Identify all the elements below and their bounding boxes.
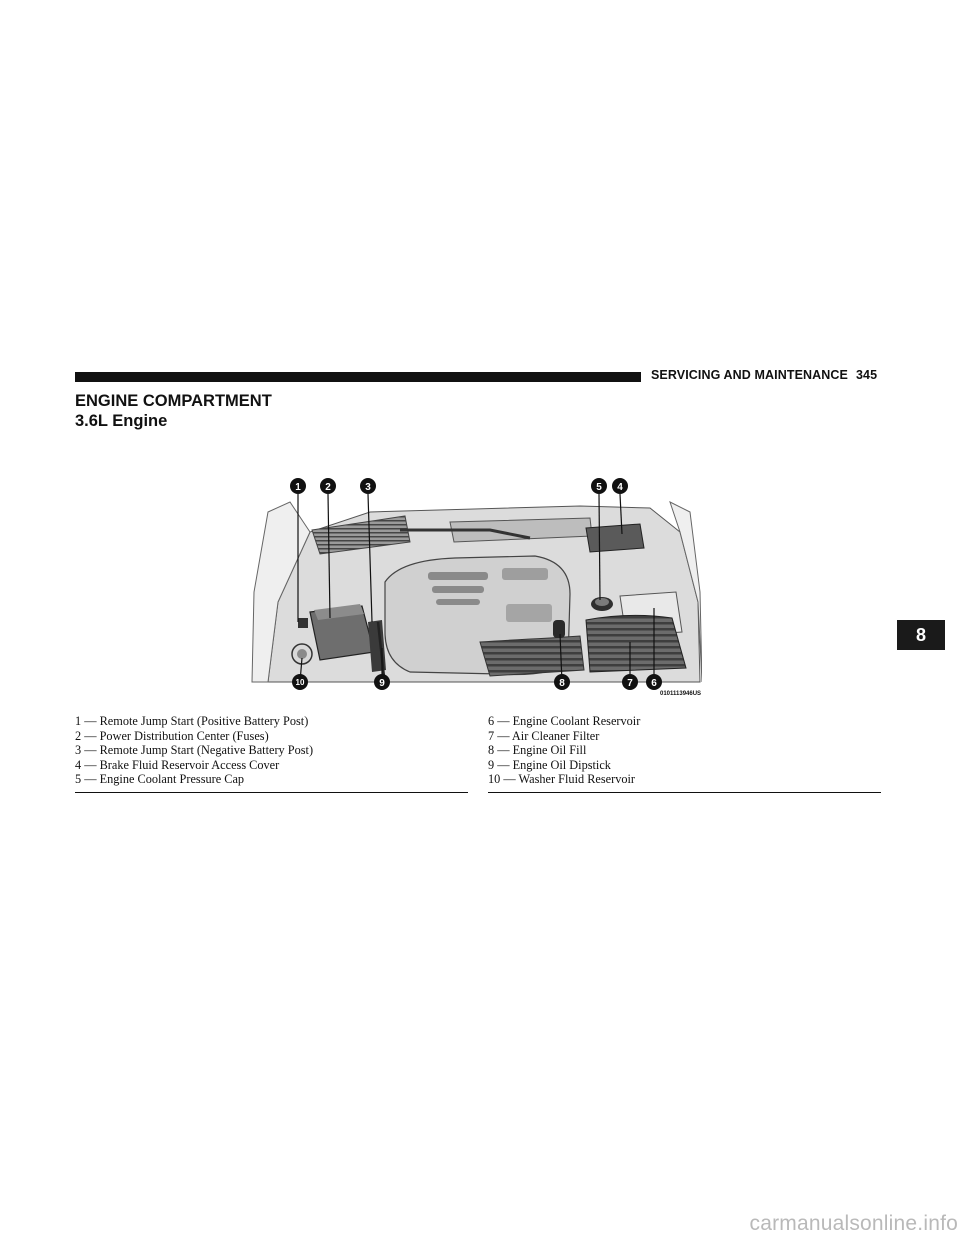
legend-item: 10 — Washer Fluid Reservoir: [488, 772, 636, 787]
svg-text:8: 8: [559, 678, 565, 689]
svg-text:6: 6: [651, 678, 657, 689]
legend-item: 3 — Remote Jump Start (Negative Battery …: [75, 743, 314, 758]
callout-9: 9: [374, 674, 390, 690]
callout-2: 2: [320, 478, 336, 494]
legend-item: 9 — Engine Oil Dipstick: [488, 757, 611, 772]
legend-item: 5 — Engine Coolant Pressure Cap: [75, 772, 245, 787]
svg-text:4: 4: [617, 482, 623, 493]
svg-text:9: 9: [379, 678, 385, 689]
watermark: carmanualsonline.info: [749, 1212, 958, 1235]
header-rule: [75, 372, 641, 382]
legend-item: 4 — Brake Fluid Reservoir Access Cover: [75, 757, 280, 772]
svg-text:5: 5: [596, 482, 602, 493]
page-title: ENGINE COMPARTMENT: [75, 392, 272, 410]
callout-4: 4: [612, 478, 628, 494]
legend-item: 7 — Air Cleaner Filter: [488, 728, 600, 743]
legend-left: 1 — Remote Jump Start (Positive Battery …: [75, 714, 468, 787]
legend-item: 2 — Power Distribution Center (Fuses): [75, 728, 269, 743]
legend-rule-left: [75, 792, 468, 793]
callout-6: 6: [646, 674, 662, 690]
figure-code: 0101113946US: [660, 691, 702, 697]
engine-compartment-illustration: 1 2 3 5 4 10 9 8 7 6: [251, 478, 702, 690]
section-name: SERVICING AND MAINTENANCE: [651, 368, 848, 382]
svg-text:1: 1: [295, 482, 301, 493]
callout-1: 1: [290, 478, 306, 494]
callout-3: 3: [360, 478, 376, 494]
svg-text:3: 3: [365, 482, 371, 493]
callout-10: 10: [292, 674, 308, 690]
page-number: 345: [855, 368, 878, 382]
chapter-number: 8: [915, 624, 926, 645]
callout-8: 8: [554, 674, 570, 690]
legend-right: 6 — Engine Coolant Reservoir 7 — Air Cle…: [488, 714, 881, 787]
svg-text:10: 10: [296, 678, 305, 687]
page-subtitle: 3.6L Engine: [75, 412, 168, 430]
callout-7: 7: [622, 674, 638, 690]
svg-text:7: 7: [627, 678, 633, 689]
legend-item: 8 — Engine Oil Fill: [488, 743, 587, 758]
legend-item: 1 — Remote Jump Start (Positive Battery …: [75, 714, 309, 728]
callout-5: 5: [591, 478, 607, 494]
running-header: SERVICING AND MAINTENANCE 345: [651, 368, 877, 382]
chapter-tab: 8: [897, 620, 945, 650]
svg-text:2: 2: [325, 482, 331, 493]
legend-rule-right: [488, 792, 881, 793]
legend-item: 6 — Engine Coolant Reservoir: [488, 714, 641, 728]
